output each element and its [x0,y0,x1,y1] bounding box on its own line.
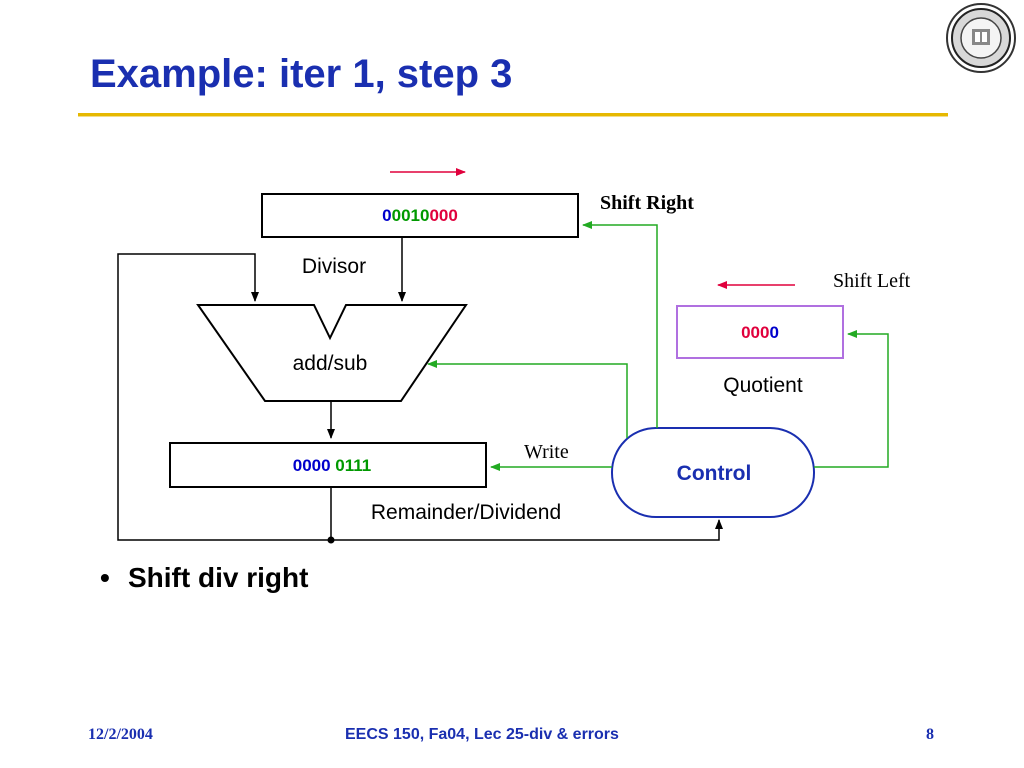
remainder-to-control-wire [331,519,723,541]
quotient-bits-0: 000 [741,323,769,342]
quotient-register [676,305,844,359]
quotient-bits-1: 0 [769,323,778,342]
remainder-value: 0000 0111 [293,456,372,475]
footer-date: 12/2/2004 [88,726,153,743]
control-to-quotient-wire [814,330,889,468]
divisor-register [261,193,579,238]
control-label: Control [677,462,752,485]
remainder-label: Remainder/Dividend [371,501,561,524]
quotient-value: 0000 [741,323,779,342]
bullet-dot-icon: • [100,562,110,593]
divisor-value: 00010000 [382,206,458,225]
remainder-bits-0: 0000 [293,456,336,475]
bullet-item: • Shift div right [100,562,308,594]
alu-label: add/sub [293,352,368,375]
shift-right-label: Shift Right [600,192,694,214]
slide-title: Example: iter 1, step 3 [90,52,513,96]
remainder-bits-1: 0111 [335,456,371,475]
control-to-alu-wire [427,360,628,438]
remainder-register [169,442,487,488]
write-label: Write [524,441,569,463]
alu-shape [196,304,468,402]
quotient-label: Quotient [723,374,803,397]
page-number: 8 [926,726,934,743]
shift-left-label: Shift Left [833,270,911,292]
bullet-text: Shift div right [128,562,309,593]
divisor-bits-1: 0010 [392,206,430,225]
university-seal-icon [946,3,1016,73]
remainder-feedback-wire [117,253,332,541]
control-unit [611,427,815,518]
divisor-bits-2: 000 [429,206,457,225]
divisor-bits-0: 0 [382,206,391,225]
control-to-divisor-wire [582,221,658,428]
divisor-label: Divisor [302,255,366,278]
footer-course: EECS 150, Fa04, Lec 25-div & errors [345,726,619,743]
title-divider [78,113,948,117]
